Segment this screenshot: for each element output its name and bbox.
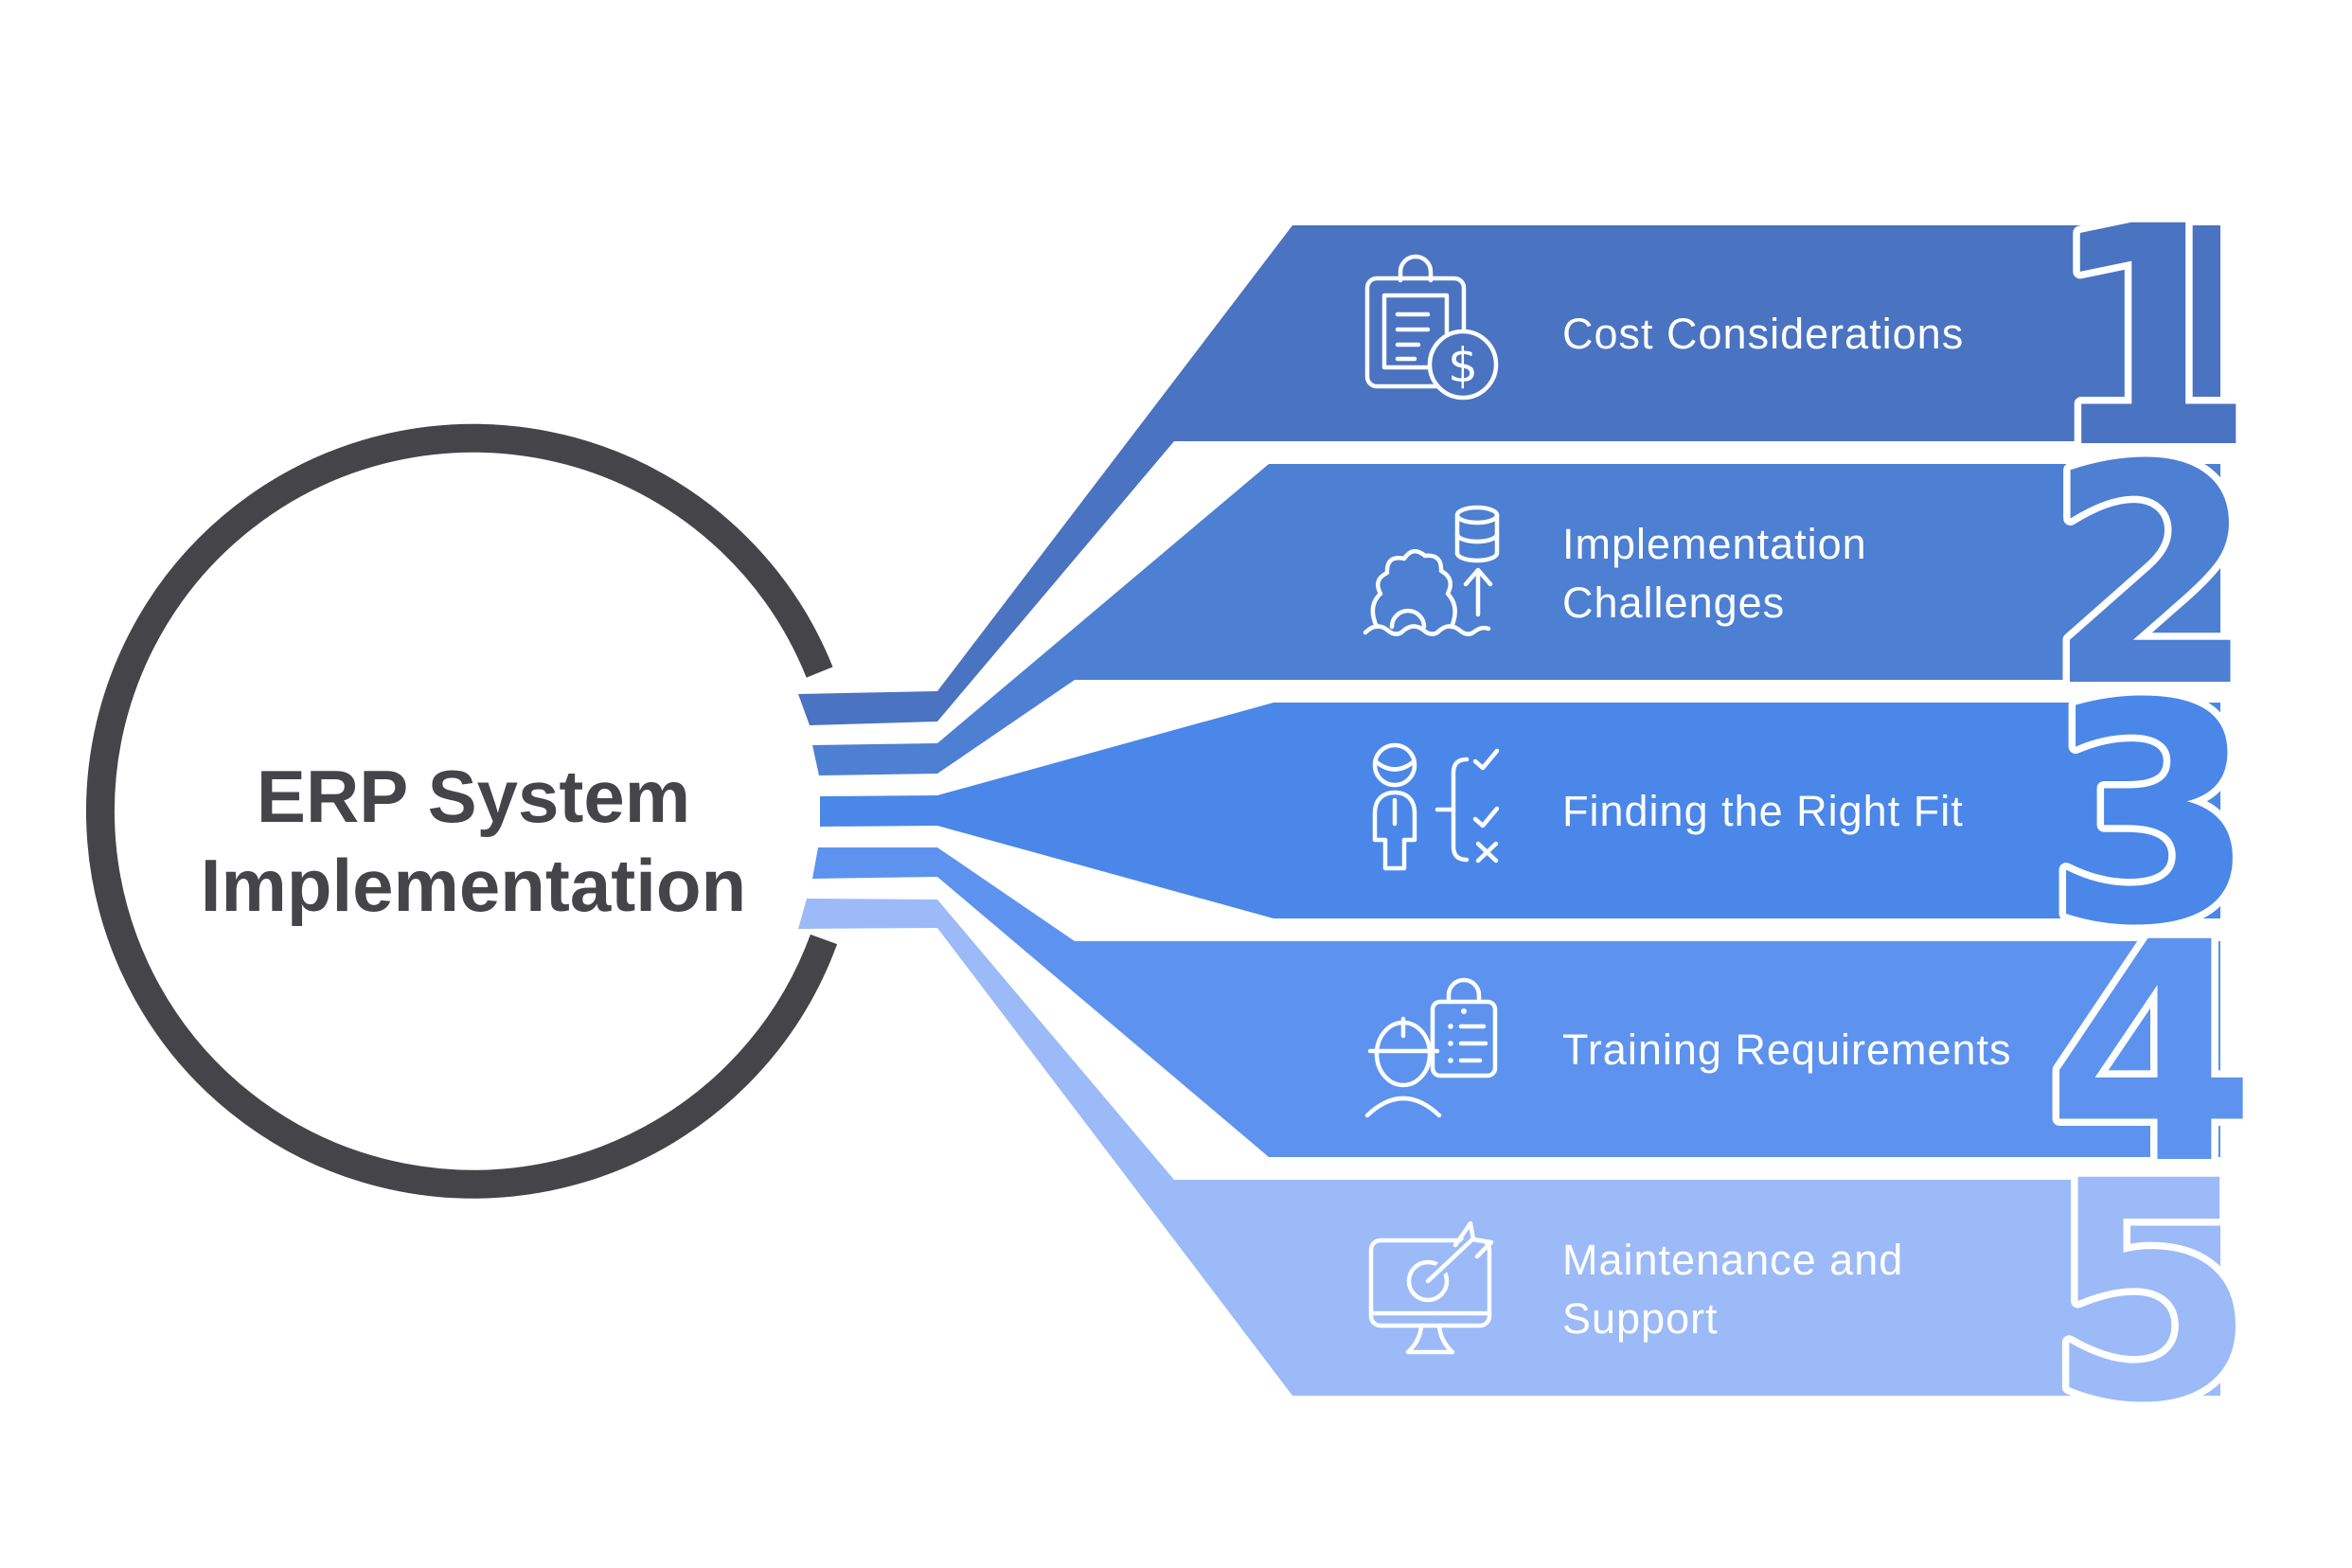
item-number-5: 5 <box>2046 1117 2257 1470</box>
item-label-5: Maintenance and <box>1562 1236 1903 1284</box>
item-maintenance-and-support: 5 Maintenance and Support <box>798 899 2264 1477</box>
diagram-title-line1: ERP System <box>257 755 690 838</box>
item-label-2: Implementation <box>1562 520 1867 568</box>
item-number-2: 2 <box>2046 401 2257 754</box>
database-gear-arrow-icon <box>1363 505 1500 636</box>
person-decision-checklist-icon <box>1372 742 1500 871</box>
band-shape-5 <box>798 899 2220 1396</box>
band-shape-3 <box>820 703 2220 918</box>
center-circle: ERP System Implementation <box>85 423 838 1199</box>
item-label-3: Finding the Right Fit <box>1562 787 1964 835</box>
item-label-5-line2: Support <box>1562 1294 1719 1343</box>
item-cost-considerations: 1 $ Cost Considerations <box>798 156 2264 725</box>
item-number-3: 3 <box>2046 640 2257 992</box>
clipboard-dollar-icon: $ <box>1364 254 1499 401</box>
band-shape-2 <box>812 464 2220 775</box>
engineer-clipboard-icon <box>1364 977 1498 1118</box>
circle-ring <box>85 423 838 1199</box>
item-training-requirements: 4 Training Requirements <box>812 847 2264 1238</box>
diagram-title-line2: Implementation <box>201 844 746 927</box>
monitor-target-arrow-icon <box>1368 1221 1494 1355</box>
item-label-1: Cost Considerations <box>1562 310 1964 358</box>
item-implementation-challenges: 2 Implementation Challenges <box>812 395 2264 775</box>
item-number-4: 4 <box>2046 879 2257 1231</box>
dollar-glyph: $ <box>1448 338 1478 393</box>
band-shape-1 <box>798 225 2220 725</box>
item-finding-the-right-fit: 3 Finding the Right Fit <box>820 633 2264 1000</box>
item-label-2-line2: Challenges <box>1562 579 1785 627</box>
item-label-4: Training Requirements <box>1562 1025 2012 1074</box>
band-shape-4 <box>812 847 2220 1157</box>
item-number-1: 1 <box>2046 163 2257 515</box>
